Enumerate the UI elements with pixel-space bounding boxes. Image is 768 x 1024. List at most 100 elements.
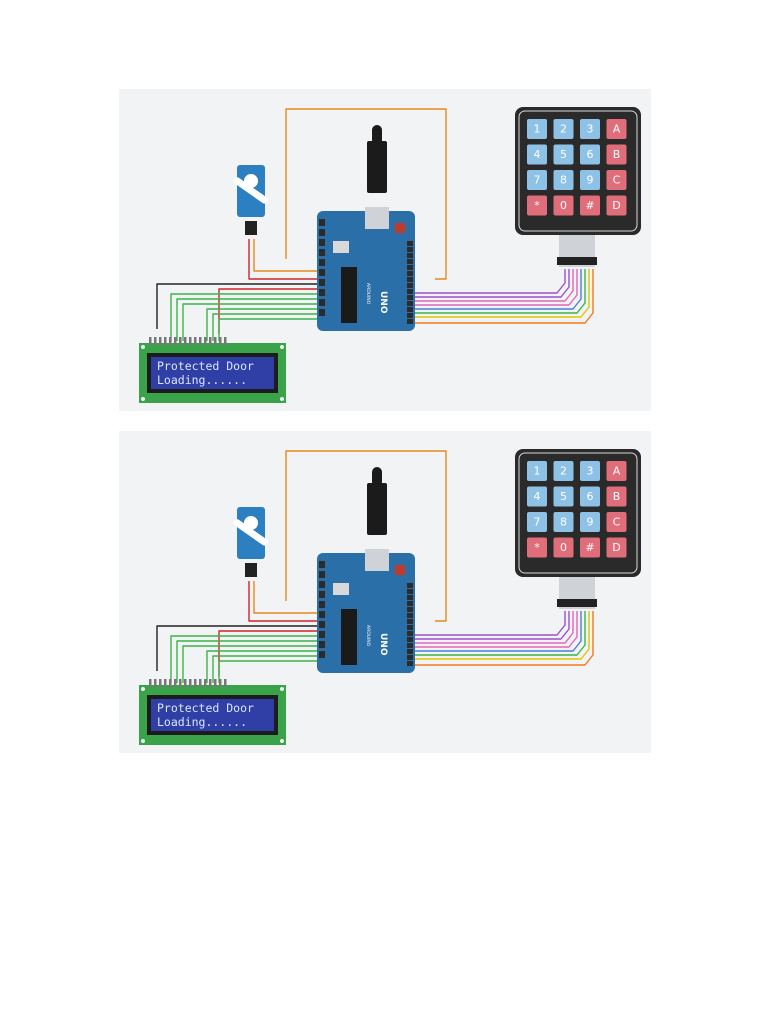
- keypad-key-label: 2: [560, 123, 567, 136]
- header-pin-left: [319, 611, 325, 618]
- servo-horn: [233, 519, 268, 546]
- header-pin-right: [407, 655, 413, 660]
- keypad-key-label: *: [534, 541, 540, 554]
- usb-cable: [367, 141, 387, 193]
- lcd-pin: [224, 337, 227, 345]
- lcd-pin: [154, 337, 157, 345]
- lcd-pin: [194, 337, 197, 345]
- keypad-wire: [411, 611, 578, 648]
- lcd-pin: [224, 679, 227, 687]
- header-pin-right: [407, 583, 413, 588]
- lcd-data-wire: [182, 303, 319, 341]
- lcd-display: Protected DoorLoading......: [139, 337, 286, 403]
- lcd-mount-hole: [280, 345, 284, 349]
- lcd-data-wire: [206, 308, 319, 341]
- lcd-pin: [214, 679, 217, 687]
- keypad-wire: [411, 269, 582, 310]
- servo-signal-wire-2: [253, 239, 319, 272]
- board-brand: ARDUINO: [365, 625, 371, 647]
- usb-cable: [367, 483, 387, 535]
- keypad-key-label: C: [613, 174, 621, 187]
- lcd-pin: [189, 679, 192, 687]
- keypad-key-label: 6: [587, 490, 594, 503]
- header-pin-left: [319, 249, 325, 256]
- keypad-key-label: B: [613, 490, 621, 503]
- keypad-key-#: [580, 537, 600, 558]
- keypad-key-4: [527, 144, 547, 165]
- lcd-mount-hole: [141, 687, 145, 691]
- header-pin-right: [407, 295, 413, 300]
- lcd-data-wire: [218, 318, 319, 341]
- keypad-key-0: [553, 537, 574, 558]
- keypad-wire: [411, 611, 570, 640]
- lcd-mount-hole: [280, 687, 284, 691]
- lcd-data-wire: [176, 298, 319, 341]
- keypad-key-4: [527, 486, 547, 507]
- lcd-mount-hole: [280, 397, 284, 401]
- gnd-wire: [156, 283, 319, 329]
- header-pin-right: [407, 601, 413, 606]
- lcd-pin: [194, 679, 197, 687]
- usb-plug: [372, 125, 382, 145]
- servo-motor: [233, 507, 268, 577]
- keypad-key-label: 8: [560, 174, 567, 187]
- keypad-key-D: [606, 537, 627, 558]
- keypad-key-label: 3: [587, 123, 594, 136]
- lcd-data-wire: [170, 635, 319, 683]
- lcd-data-wire: [170, 293, 319, 341]
- lcd-pin: [179, 337, 182, 345]
- lcd-pin: [199, 679, 202, 687]
- servo-horn: [233, 177, 268, 204]
- keypad-key-label: 7: [534, 174, 541, 187]
- lcd-pin: [164, 679, 167, 687]
- lcd-line-1: Protected Door: [157, 701, 254, 715]
- lcd-pin: [159, 337, 162, 345]
- header-pin-right: [407, 271, 413, 276]
- keypad-key-label: 9: [587, 516, 594, 529]
- keypad-key-B: [606, 144, 627, 165]
- header-pin-right: [407, 595, 413, 600]
- wires: [156, 450, 594, 683]
- header-pin-right: [407, 301, 413, 306]
- servo-connector: [245, 221, 257, 235]
- lcd-line-1: Protected Door: [157, 359, 254, 373]
- keypad-key-*: [527, 537, 547, 558]
- keypad-key-9: [580, 512, 600, 532]
- header-pin-right: [407, 313, 413, 318]
- wires: [156, 108, 594, 341]
- header-pin-right: [407, 607, 413, 612]
- keypad-key-label: 8: [560, 516, 567, 529]
- keypad-wire: [411, 611, 566, 636]
- servo-power-wire: [248, 239, 319, 280]
- lcd-data-wire: [212, 313, 319, 341]
- keypad-wire: [411, 611, 582, 652]
- keypad-key-label: D: [612, 199, 620, 212]
- keypad-wire: [411, 269, 574, 302]
- lcd-pin: [174, 337, 177, 345]
- keypad-wire: [411, 611, 574, 644]
- usb-plug: [372, 467, 382, 487]
- header-pin-left: [319, 219, 325, 226]
- lcd-screen: [151, 699, 274, 731]
- lcd-pin: [199, 337, 202, 345]
- keypad-key-label: 6: [587, 148, 594, 161]
- header-pin-right: [407, 613, 413, 618]
- usb-port: [365, 549, 389, 571]
- lcd-pin: [154, 679, 157, 687]
- keypad-key-label: 0: [560, 199, 567, 212]
- keypad-key-7: [527, 512, 547, 532]
- keypad-key-8: [553, 170, 574, 190]
- header-pin-right: [407, 649, 413, 654]
- keypad-border: [518, 452, 638, 574]
- header-pin-left: [319, 631, 325, 638]
- gnd-wire: [156, 625, 319, 671]
- header-pin-left: [319, 641, 325, 648]
- lcd-data-wire: [212, 655, 319, 683]
- atmega-chip: [341, 267, 357, 323]
- lcd-pin: [159, 679, 162, 687]
- lcd-line-2: Loading......: [157, 715, 247, 729]
